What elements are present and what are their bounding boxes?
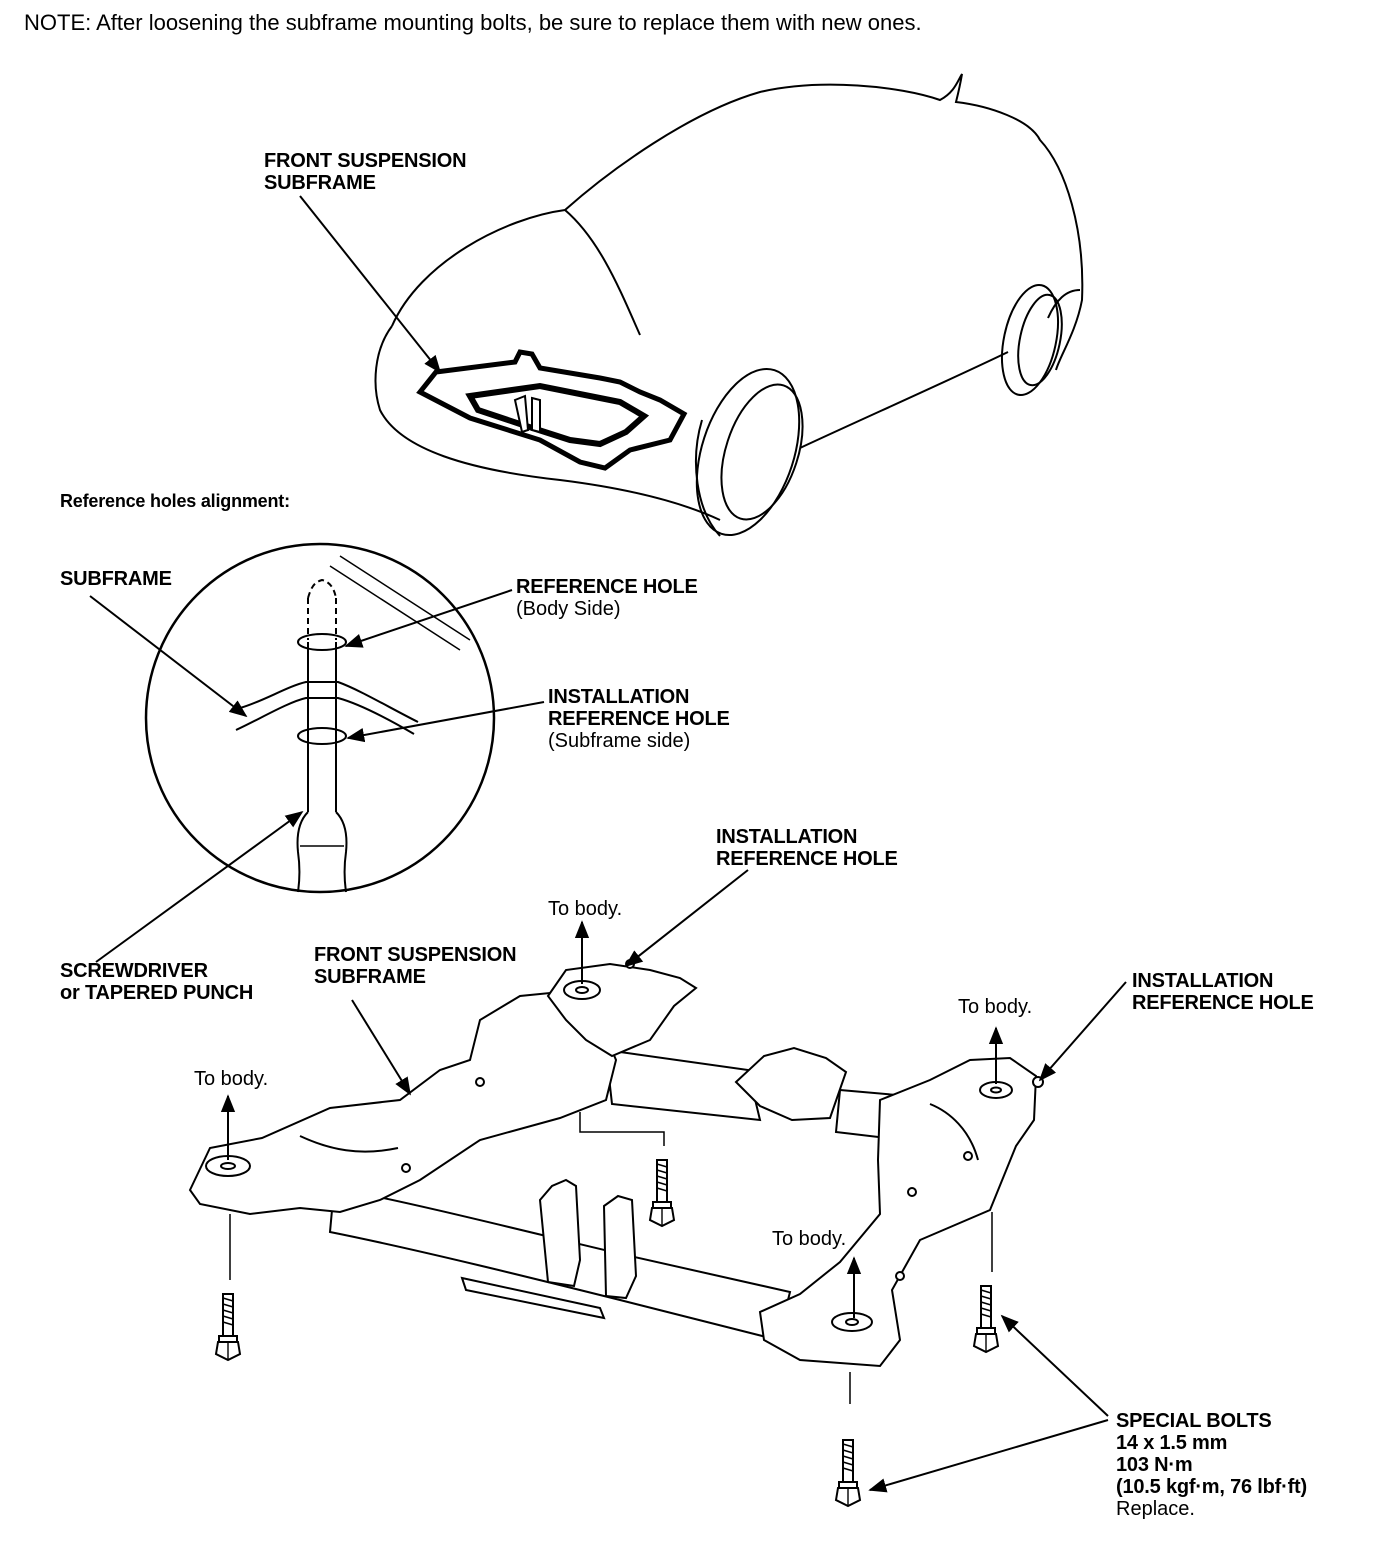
special-bolts-action: Replace. (1116, 1498, 1195, 1520)
assembly-install-right-line2: REFERENCE HOLE (1132, 992, 1314, 1014)
car-front-wheel (695, 367, 804, 537)
tool-line2: or TAPERED PUNCH (60, 982, 254, 1004)
to-body-label-right: To body. (958, 996, 1033, 1018)
special-bolts-size: 14 x 1.5 mm (1116, 1432, 1228, 1454)
assembly-install-right-line1: INSTALLATION (1132, 970, 1274, 992)
tool-line1: SCREWDRIVER (60, 960, 208, 982)
special-bolts-spec: SPECIAL BOLTS 14 x 1.5 mm 103 N·m (10.5 … (1116, 1410, 1307, 1520)
special-bolt-left (215, 1293, 241, 1361)
overview-label-line1: FRONT SUSPENSION (264, 150, 467, 172)
detail-heading: Reference holes alignment: (60, 491, 290, 511)
assembly-install-top-line1: INSTALLATION (716, 826, 858, 848)
to-body-arrows (220, 920, 1004, 1318)
special-bolt-right (973, 1285, 999, 1353)
installation-hole-label: INSTALLATION REFERENCE HOLE (Subframe si… (548, 686, 730, 752)
assembly-subframe-label: FRONT SUSPENSION SUBFRAME (314, 944, 517, 988)
detail-subframe-label: SUBFRAME (60, 568, 172, 590)
special-bolts-torque-alt: (10.5 kgf·m, 76 lbf·ft) (1116, 1476, 1307, 1498)
detail-circle (144, 542, 496, 894)
to-body-label-top: To body. (548, 898, 623, 920)
assembly-install-top-label: INSTALLATION REFERENCE HOLE (716, 826, 898, 870)
overview-leader (299, 195, 442, 374)
overview-label-line2: SUBFRAME (264, 172, 376, 194)
assembly-subframe-line2: SUBFRAME (314, 966, 426, 988)
car-subframe-highlight (416, 349, 688, 471)
bolt-center-lines (229, 1112, 993, 1404)
to-body-label-front: To body. (772, 1228, 847, 1250)
tool-label: SCREWDRIVER or TAPERED PUNCH (60, 960, 253, 1004)
reference-hole-title: REFERENCE HOLE (516, 576, 698, 598)
to-body-label-left: To body. (194, 1068, 269, 1090)
car-rear-wheel (1001, 283, 1063, 397)
assembly-install-right-label: INSTALLATION REFERENCE HOLE (1132, 970, 1314, 1014)
special-bolt-front (835, 1439, 861, 1507)
reference-hole-label: REFERENCE HOLE (Body Side) (516, 576, 698, 620)
subframe-assembly (188, 959, 1044, 1368)
installation-hole-note: (Subframe side) (548, 730, 691, 752)
special-bolts-torque: 103 N·m (1116, 1454, 1193, 1476)
installation-hole-line2: REFERENCE HOLE (548, 708, 730, 730)
overview-subframe-label: FRONT SUSPENSION SUBFRAME (264, 150, 467, 194)
installation-hole-line1: INSTALLATION (548, 686, 690, 708)
special-bolt-center (649, 1159, 675, 1227)
reference-hole-note: (Body Side) (516, 598, 621, 620)
detail-leaders (89, 589, 545, 963)
assembly-install-top-line2: REFERENCE HOLE (716, 848, 898, 870)
special-bolts-title: SPECIAL BOLTS (1116, 1410, 1272, 1432)
car-outline (374, 73, 1084, 521)
assembly-leaders (351, 869, 1127, 1493)
note-text: NOTE: After loosening the subframe mount… (24, 10, 922, 35)
assembly-subframe-line1: FRONT SUSPENSION (314, 944, 517, 966)
